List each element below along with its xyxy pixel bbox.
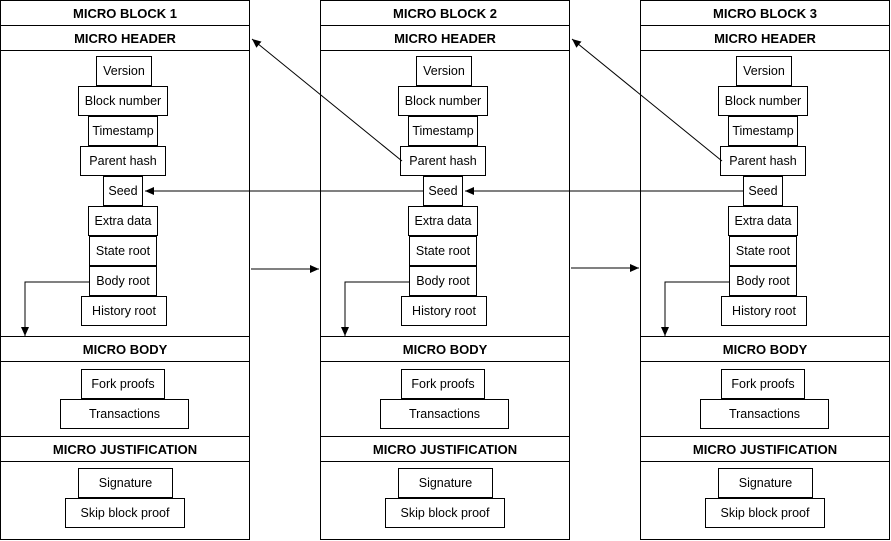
header-field-block-number: Block number (718, 86, 808, 116)
header-field-extra-data: Extra data (408, 206, 478, 236)
justification-field-skip-block-proof: Skip block proof (705, 498, 825, 528)
body-field-transactions: Transactions (380, 399, 509, 429)
header-field-parent-hash: Parent hash (80, 146, 166, 176)
header-field-state-root: State root (409, 236, 477, 266)
header-field-parent-hash: Parent hash (400, 146, 486, 176)
header-field-seed: Seed (103, 176, 143, 206)
body-field-transactions: Transactions (60, 399, 189, 429)
header-title: MICRO HEADER (320, 25, 570, 51)
body-title: MICRO BODY (0, 336, 250, 362)
header-region (0, 50, 250, 337)
body-region (640, 361, 890, 437)
header-field-timestamp: Timestamp (88, 116, 158, 146)
header-field-state-root: State root (729, 236, 797, 266)
header-field-state-root: State root (89, 236, 157, 266)
header-field-history-root: History root (81, 296, 167, 326)
body-title: MICRO BODY (640, 336, 890, 362)
justification-region (0, 461, 250, 540)
justification-field-skip-block-proof: Skip block proof (385, 498, 505, 528)
justification-title: MICRO JUSTIFICATION (640, 436, 890, 462)
header-field-body-root: Body root (89, 266, 157, 296)
header-field-version: Version (96, 56, 152, 86)
header-field-history-root: History root (721, 296, 807, 326)
justification-field-signature: Signature (78, 468, 173, 498)
header-field-extra-data: Extra data (728, 206, 798, 236)
header-field-body-root: Body root (729, 266, 797, 296)
header-title: MICRO HEADER (0, 25, 250, 51)
header-field-history-root: History root (401, 296, 487, 326)
header-field-seed: Seed (743, 176, 783, 206)
block-title: MICRO BLOCK 3 (640, 0, 890, 26)
body-region (0, 361, 250, 437)
justification-field-signature: Signature (398, 468, 493, 498)
justification-field-skip-block-proof: Skip block proof (65, 498, 185, 528)
justification-title: MICRO JUSTIFICATION (0, 436, 250, 462)
header-field-parent-hash: Parent hash (720, 146, 806, 176)
body-title: MICRO BODY (320, 336, 570, 362)
header-field-timestamp: Timestamp (728, 116, 798, 146)
header-field-timestamp: Timestamp (408, 116, 478, 146)
header-field-version: Version (736, 56, 792, 86)
header-field-version: Version (416, 56, 472, 86)
header-field-body-root: Body root (409, 266, 477, 296)
header-region (640, 50, 890, 337)
header-field-block-number: Block number (398, 86, 488, 116)
justification-title: MICRO JUSTIFICATION (320, 436, 570, 462)
justification-region (320, 461, 570, 540)
header-field-block-number: Block number (78, 86, 168, 116)
body-region (320, 361, 570, 437)
justification-field-signature: Signature (718, 468, 813, 498)
header-field-seed: Seed (423, 176, 463, 206)
body-field-fork-proofs: Fork proofs (721, 369, 805, 399)
block-title: MICRO BLOCK 1 (0, 0, 250, 26)
block-title: MICRO BLOCK 2 (320, 0, 570, 26)
body-field-fork-proofs: Fork proofs (401, 369, 485, 399)
body-field-transactions: Transactions (700, 399, 829, 429)
justification-region (640, 461, 890, 540)
header-region (320, 50, 570, 337)
body-field-fork-proofs: Fork proofs (81, 369, 165, 399)
header-title: MICRO HEADER (640, 25, 890, 51)
header-field-extra-data: Extra data (88, 206, 158, 236)
